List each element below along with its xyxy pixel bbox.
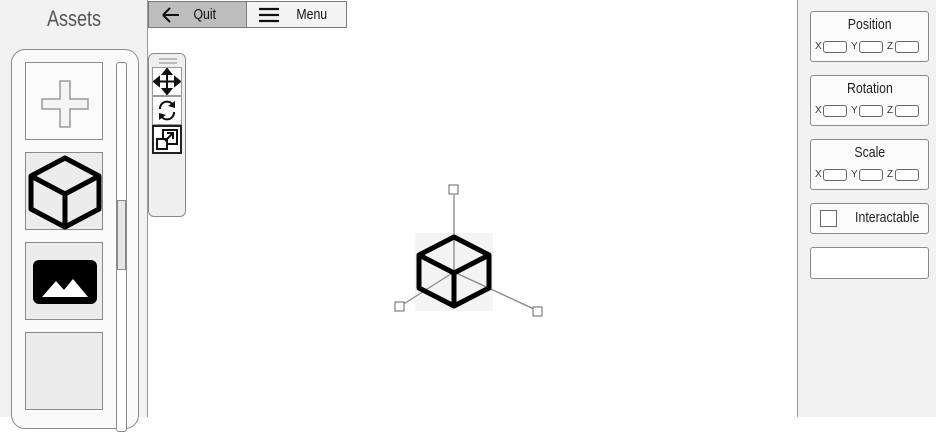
transform-gizmo-axes [401,195,537,311]
cube-icon [416,234,492,309]
rotation-x-label: X [815,105,822,116]
rotation-y-input[interactable] [859,105,883,117]
cube-icon [28,155,102,230]
plus-icon [41,80,89,128]
quit-button[interactable]: Quit [148,1,247,28]
rotate-icon [159,100,175,121]
interactable-label: Interactable [855,209,920,226]
position-y-label: Y [851,41,858,52]
quit-label: Quit [193,6,217,23]
position-title: Position [847,16,892,33]
scale-y-input[interactable] [859,169,883,181]
properties-panel: Position X Y Z Rotation X Y Z Scale X Y … [797,0,936,417]
interactable-checkbox[interactable] [820,210,837,227]
rotation-z-input[interactable] [895,105,919,117]
interactable-toggle[interactable]: Interactable [810,203,929,234]
move-tool-button[interactable] [152,67,182,96]
scale-group: Scale X Y Z [810,139,929,190]
scale-y-label: Y [851,169,858,180]
move-arrows-icon [153,68,181,95]
menu-button[interactable]: Menu [247,1,347,28]
position-y-input[interactable] [859,41,883,53]
assets-scrollbar[interactable] [116,62,127,432]
asset-empty-tile[interactable] [25,332,103,410]
rotation-title: Rotation [846,80,893,97]
scale-icon [156,129,178,150]
position-z-input[interactable] [895,41,919,53]
rotate-tool-button[interactable] [152,96,182,125]
rotation-z-label: Z [887,105,894,116]
rotation-group: Rotation X Y Z [810,75,929,126]
drag-handle-icon[interactable] [158,57,178,65]
scale-title: Scale [854,144,885,161]
scale-tool-button[interactable] [152,125,182,154]
gizmo-y-handle[interactable] [448,184,459,195]
image-icon [33,260,97,304]
rotation-axis-row: X Y Z [814,104,929,120]
assets-scroll-thumb[interactable] [117,200,126,270]
back-arrow-icon [162,7,179,23]
scale-z-input[interactable] [895,169,919,181]
scale-x-label: X [815,169,822,180]
properties-extra-field[interactable] [810,247,929,279]
position-axis-row: X Y Z [814,40,929,56]
scale-axis-row: X Y Z [814,168,929,184]
rotation-x-input[interactable] [823,105,847,117]
asset-add-tile[interactable] [25,62,103,140]
assets-title: Assets [46,6,102,31]
viewport-selected-cube[interactable] [390,180,550,325]
position-group: Position X Y Z [810,11,929,62]
gizmo-x-handle[interactable] [394,301,405,312]
rotation-y-label: Y [851,105,858,116]
scale-z-label: Z [887,169,894,180]
menu-label: Menu [296,6,328,23]
assets-panel: Assets [0,0,148,432]
hamburger-icon [259,7,279,23]
position-z-label: Z [887,41,894,52]
assets-list [11,49,139,432]
position-x-input[interactable] [823,41,847,53]
gizmo-z-handle[interactable] [532,306,543,317]
asset-image-tile[interactable] [25,242,103,320]
tool-palette [148,53,186,217]
asset-cube-tile[interactable] [25,152,103,230]
scale-x-input[interactable] [823,169,847,181]
position-x-label: X [815,41,822,52]
